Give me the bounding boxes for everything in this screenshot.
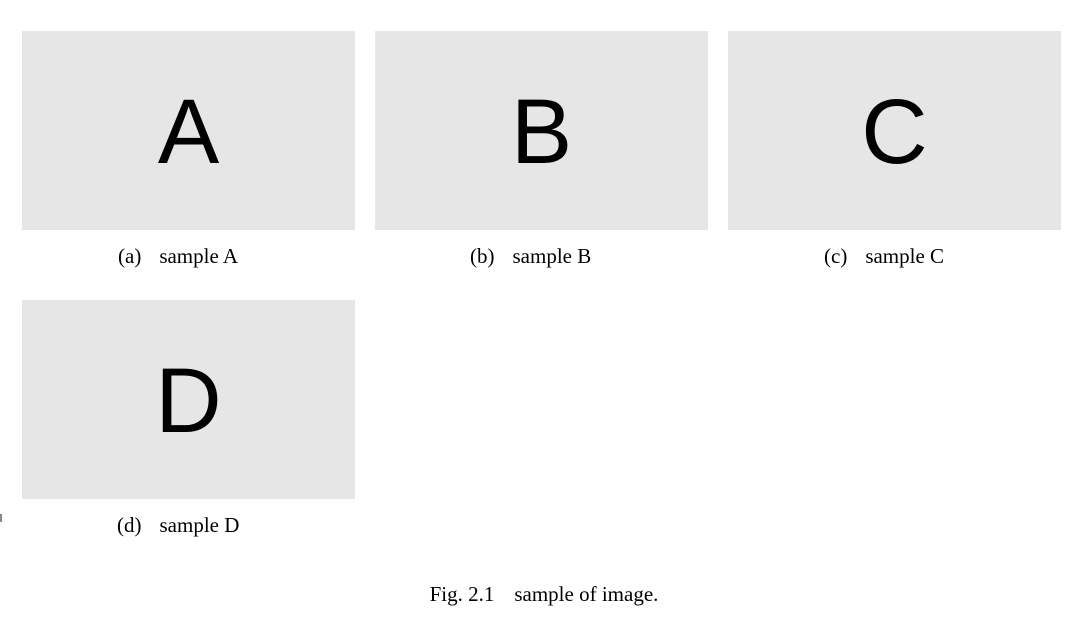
caption-label: sample B bbox=[512, 244, 592, 268]
caption-label: sample A bbox=[159, 244, 239, 268]
figure-caption: Fig. 2.1 sample of image. bbox=[0, 581, 1088, 607]
panel-caption-d: (d) sample D bbox=[117, 512, 239, 538]
figure-number: Fig. 2.1 bbox=[429, 582, 495, 606]
caption-tag: (d) bbox=[117, 513, 142, 537]
image-panel-d: D bbox=[22, 300, 355, 499]
panel-letter: D bbox=[155, 349, 222, 452]
image-panel-a: A bbox=[22, 31, 355, 230]
caption-label: sample C bbox=[865, 244, 945, 268]
image-panel-b: B bbox=[375, 31, 708, 230]
image-panel-c: C bbox=[728, 31, 1061, 230]
caption-tag: (c) bbox=[824, 244, 848, 268]
panel-letter: B bbox=[510, 80, 573, 183]
panel-caption-a: (a) sample A bbox=[118, 243, 238, 269]
panel-caption-c: (c) sample C bbox=[824, 243, 944, 269]
figure-caption-text: sample of image. bbox=[514, 582, 659, 606]
caption-tag: (b) bbox=[470, 244, 495, 268]
panel-caption-b: (b) sample B bbox=[470, 243, 591, 269]
panel-letter: A bbox=[157, 80, 220, 183]
margin-mark bbox=[0, 514, 2, 522]
caption-tag: (a) bbox=[118, 244, 142, 268]
panel-letter: C bbox=[861, 80, 928, 183]
caption-label: sample D bbox=[159, 513, 240, 537]
